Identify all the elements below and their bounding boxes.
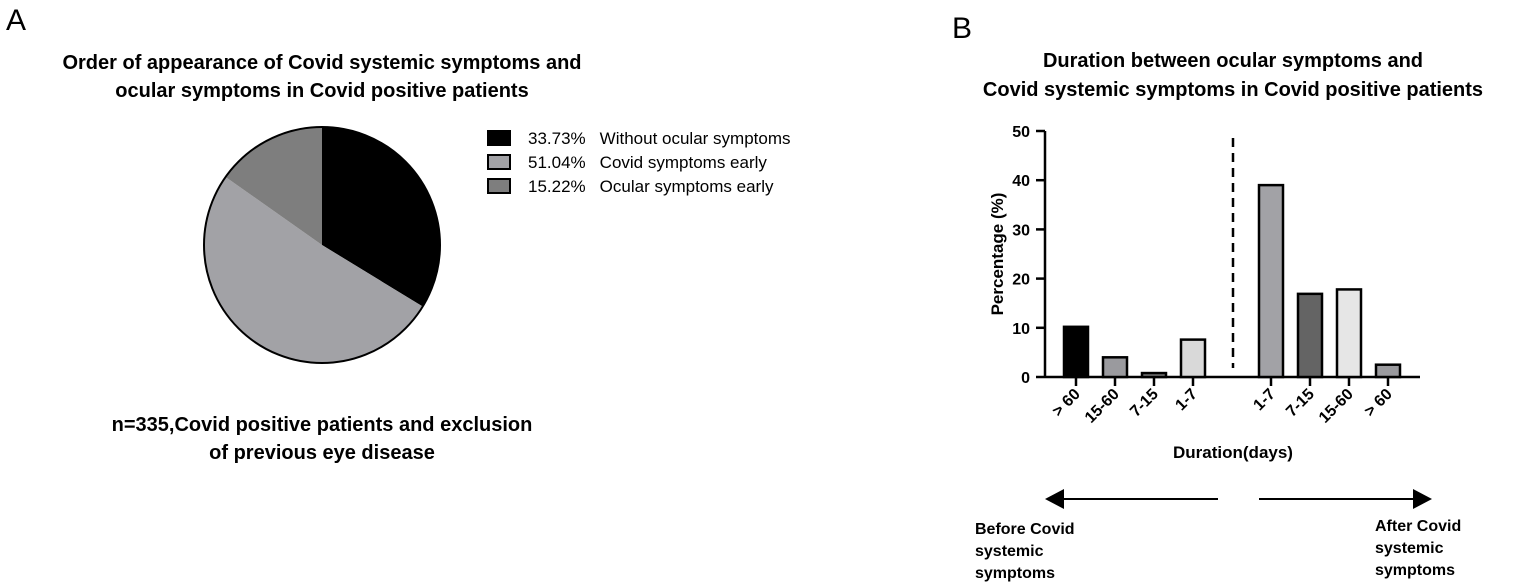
y-tick-label: 10 [1012,321,1030,338]
sample-note-line-2: of previous eye disease [209,442,435,464]
before-arrow [1045,489,1218,509]
x-tick-label: 7-15 [1127,386,1162,421]
x-tick-label: > 60 [1361,386,1395,420]
x-tick-label: 1-7 [1172,386,1200,414]
bar-8 [1374,363,1402,379]
pie-title-line-1: Order of appearance of Covid systemic sy… [62,52,581,74]
panel-b-letter: B [952,12,972,45]
after-arrow-head [1413,489,1432,509]
pie-legend: 33.73% Without ocular symptoms 51.04% Covid… [487,129,791,196]
bar-title-line-2: Covid systemic symptoms in Covid positiv… [983,79,1483,101]
legend-text: Without ocular symptoms [600,129,791,148]
x-axis-title: Duration(days) [1173,443,1293,462]
before-label-line-1: Before Covid [975,521,1075,538]
after-label-line-2: systemic [1375,540,1444,557]
x-tick-label: > 60 [1049,386,1083,420]
before-label-line-2: systemic [975,543,1044,560]
y-tick-label: 50 [1012,124,1030,141]
y-tick-label: 0 [1021,370,1030,387]
legend-percent: 51.04% [528,153,586,172]
panel-a: A Order of appearance of Covid systemic … [6,4,791,464]
bar-title-line-1: Duration between ocular symptoms and [1043,50,1423,72]
pie-chart [203,126,441,364]
legend-swatch-1 [487,130,511,146]
after-label-line-3: symptoms [1375,562,1455,579]
legend-text: Covid symptoms early [600,153,768,172]
legend-label-3: 15.22% Ocular symptoms early [528,177,774,196]
x-tick-label: 1-7 [1250,386,1278,414]
legend-text: Ocular symptoms early [600,177,774,196]
pie-slice-3 [225,127,322,245]
y-tick-label: 40 [1012,173,1030,190]
y-tick-label: 20 [1012,272,1030,289]
bar-4 [1179,338,1207,379]
x-tick-label: 15-60 [1082,386,1123,427]
bar-5 [1257,183,1285,379]
y-tick-label: 30 [1012,222,1030,239]
legend-percent: 33.73% [528,129,586,148]
panel-a-letter: A [6,4,26,37]
bar-7 [1335,288,1363,379]
pie-outline [203,126,441,364]
x-tick-label: 7-15 [1283,386,1318,421]
before-label-line-3: symptoms [975,565,1055,582]
x-tick-label: 15-60 [1316,386,1357,427]
legend-swatch-2 [487,154,511,170]
pie-slice-2 [204,176,423,363]
sample-note-line-1: n=335,Covid positive patients and exclus… [112,414,533,436]
bar-2 [1101,356,1129,379]
bar-6 [1296,292,1324,379]
legend-percent: 15.22% [528,177,586,196]
legend-label-1: 33.73% Without ocular symptoms [528,129,791,148]
pie-slice-1 [322,127,441,307]
panel-b: B Duration between ocular symptoms and C… [952,12,1483,582]
after-label-line-1: After Covid [1375,518,1461,535]
bar-1 [1062,325,1090,379]
legend-swatch-3 [487,178,511,194]
after-arrow [1259,489,1432,509]
bar-3 [1140,371,1168,379]
legend-label-2: 51.04% Covid symptoms early [528,153,767,172]
pie-title-line-2: ocular symptoms in Covid positive patien… [115,80,528,102]
y-axis-title: Percentage (%) [988,193,1007,316]
before-arrow-head [1045,489,1064,509]
